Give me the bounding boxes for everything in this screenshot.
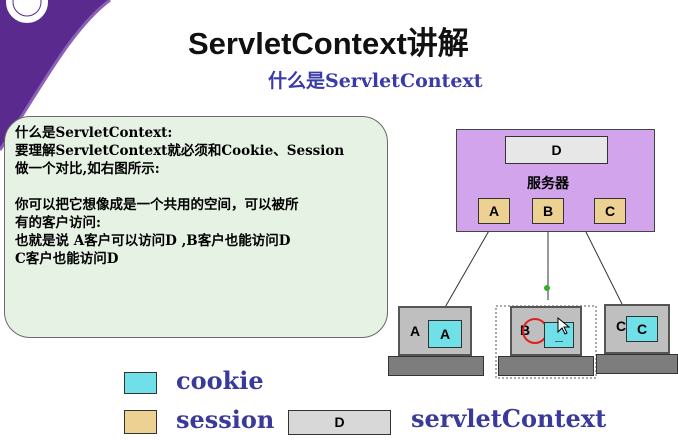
legend-context-box: D [288,410,391,435]
legend-cookie-swatch [124,372,157,394]
session-a: A [478,198,510,224]
move-cursor-icon [556,316,574,336]
legend-session-swatch [124,410,157,434]
text-line: 做一个对比,如右图所示: [15,160,377,178]
client-letter: C [616,318,626,334]
legend-context-label: servletContext [411,404,606,433]
text-line: C客户也能访问D [15,250,377,268]
legend-cookie-label: cookie [176,366,264,395]
session-c: C [594,198,626,224]
client-laptop-a: A A [388,306,484,378]
servlet-context-box: D [505,136,608,164]
text-line: 你可以把它想像成是一个共用的空间，可以被所 [15,196,377,214]
client-letter: A [410,323,420,339]
slide-subtitle: 什么是ServletContext [268,66,483,93]
cookie-c: C [626,316,658,342]
cookie-a: A [428,320,462,348]
server-label: 服务器 [527,173,569,193]
legend-session-label: session [176,405,274,434]
explanation-textbox: 什么是ServletContext: 要理解ServletContext就必须和… [4,116,388,338]
text-line: 有的客户访问: [15,214,377,232]
client-laptop-b: B _ [498,306,594,378]
university-logo [2,0,52,26]
session-b: B [532,198,564,224]
slide-title: ServletContext讲解 [188,18,469,63]
text-line [15,178,377,196]
client-laptop-c: C C [596,304,678,376]
text-line: 要理解ServletContext就必须和Cookie、Session [15,142,377,160]
text-line: 什么是ServletContext: [15,124,377,142]
text-line: 也就是说 A客户可以访问D ,B客户也能访问D [15,232,377,250]
